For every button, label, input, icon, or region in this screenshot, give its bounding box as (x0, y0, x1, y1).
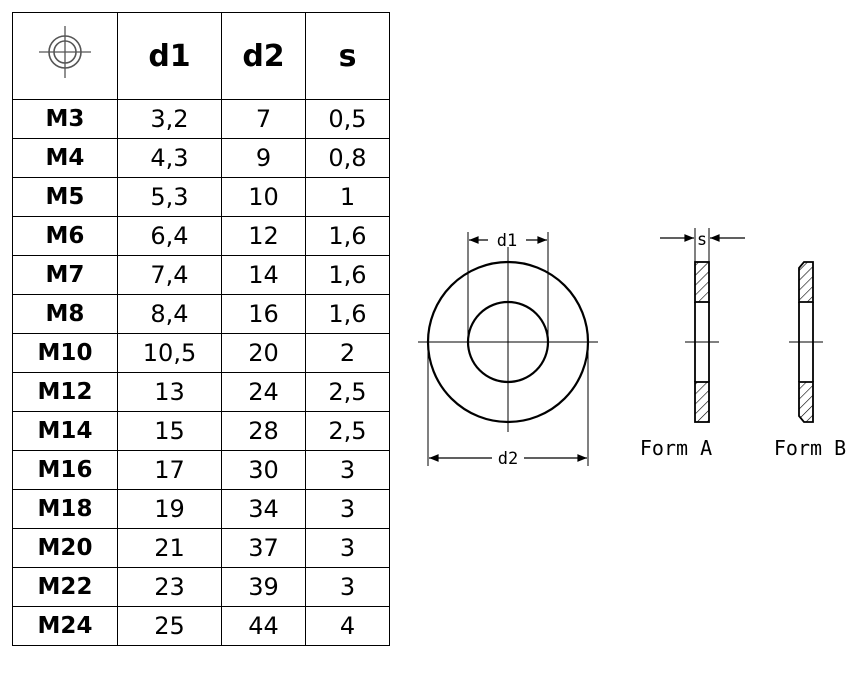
size-cell: M20 (12, 528, 118, 568)
s-cell: 2,5 (305, 372, 390, 412)
s-cell: 1,6 (305, 216, 390, 256)
d1-cell: 7,4 (117, 255, 222, 295)
s-cell: 3 (305, 489, 390, 529)
size-cell: M4 (12, 138, 118, 178)
d1-cell: 5,3 (117, 177, 222, 217)
s-cell: 0,5 (305, 99, 390, 139)
size-cell: M16 (12, 450, 118, 490)
d1-cell: 4,3 (117, 138, 222, 178)
d2-cell: 44 (221, 606, 306, 646)
d1-cell: 6,4 (117, 216, 222, 256)
d2-cell: 9 (221, 138, 306, 178)
d2-cell: 10 (221, 177, 306, 217)
s-dimension-label: s (697, 230, 707, 250)
s-cell: 3 (305, 528, 390, 568)
form-a-lower-hatched-section (694, 381, 710, 423)
d1-cell: 19 (117, 489, 222, 529)
thread-diameter-icon (39, 26, 91, 78)
d2-dimension-label: d2 (498, 449, 518, 469)
size-cell: M24 (12, 606, 118, 646)
size-cell: M5 (12, 177, 118, 217)
form-a-label: Form A (640, 436, 712, 460)
washer-top-view: d1 d2 (418, 231, 598, 469)
d2-cell: 39 (221, 567, 306, 607)
form-b-label: Form B (774, 436, 846, 460)
d2-cell: 37 (221, 528, 306, 568)
thread-diameter-header (12, 12, 118, 100)
form-a-upper-hatched-section (694, 261, 710, 303)
d1-cell: 13 (117, 372, 222, 412)
table-header-row: d1 d2 s (12, 12, 390, 100)
form-b-upper-hatched-section (798, 261, 814, 303)
size-cell: M18 (12, 489, 118, 529)
s-cell: 3 (305, 450, 390, 490)
size-cell: M12 (12, 372, 118, 412)
d2-cell: 28 (221, 411, 306, 451)
s-cell: 0,8 (305, 138, 390, 178)
size-cell: M8 (12, 294, 118, 334)
d1-cell: 25 (117, 606, 222, 646)
s-cell: 2,5 (305, 411, 390, 451)
d1-cell: 10,5 (117, 333, 222, 373)
d1-cell: 23 (117, 567, 222, 607)
size-cell: M22 (12, 567, 118, 607)
s-cell: 4 (305, 606, 390, 646)
d1-cell: 8,4 (117, 294, 222, 334)
form-a-section: s Form A (640, 228, 745, 460)
d1-dimension-label: d1 (497, 231, 517, 251)
s-cell: 1,6 (305, 255, 390, 295)
header-d2: d2 (221, 12, 306, 100)
d2-cell: 24 (221, 372, 306, 412)
form-b-lower-hatched-section (798, 381, 814, 423)
form-b-section: Form B (774, 261, 846, 460)
size-cell: M6 (12, 216, 118, 256)
header-d1: d1 (117, 12, 222, 100)
d2-cell: 30 (221, 450, 306, 490)
